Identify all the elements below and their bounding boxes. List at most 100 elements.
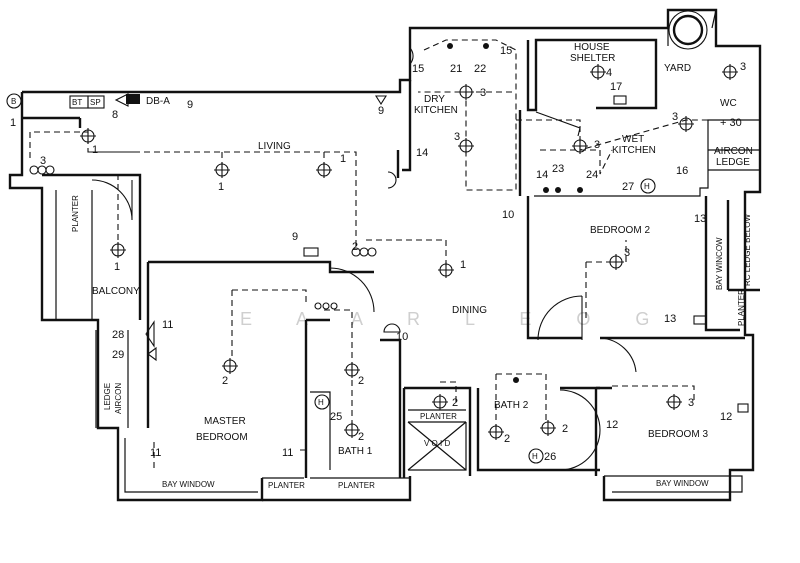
room-house-shelter-1: HOUSE — [574, 42, 610, 53]
light-fixture — [110, 242, 126, 258]
room-wet-kitchen-1: WET — [622, 134, 644, 145]
room-bay-window-2: BAY WINDOW — [656, 479, 709, 488]
light-fixture — [540, 420, 556, 436]
fixture-number: 4 — [606, 67, 612, 79]
sp-label: SP — [90, 98, 101, 107]
light-fixture — [344, 422, 360, 438]
room-bedroom-3: BEDROOM 3 — [648, 429, 708, 440]
room-master-2: BEDROOM — [196, 432, 248, 443]
fixture-number: 2 — [562, 423, 568, 435]
room-dry-kitchen-1: DRY — [424, 94, 445, 105]
fixture-number: 3 — [480, 87, 486, 99]
fixture-numbers: 1 8 9 9 15 21 22 15 4 17 3 3 3 3 3 + 30 … — [10, 45, 746, 463]
fixture-number: 9 — [187, 99, 193, 111]
svg-text:H: H — [318, 398, 324, 407]
room-planter-bottom-1: PLANTER — [268, 481, 305, 490]
room-bay-window-1: BAY WINDOW — [162, 480, 215, 489]
room-wc: WC — [720, 98, 737, 109]
bt-label: BT — [72, 98, 82, 107]
interior-walls — [22, 38, 760, 478]
light-fixture — [608, 254, 624, 270]
room-dining: DINING — [452, 305, 487, 316]
room-balcony: BALCONY — [92, 286, 140, 297]
room-labels: LIVING DRY KITCHEN HOUSE SHELTER YARD WC… — [71, 42, 753, 490]
room-aircon-ledge-2: LEDGE — [716, 157, 750, 168]
fixture-number: 1 — [10, 117, 16, 129]
light-fixture — [214, 162, 230, 178]
fixture-number: 23 — [552, 163, 564, 175]
fixture-number: 12 — [720, 411, 732, 423]
fixture-number: 13 — [664, 313, 676, 325]
fixture-number: 13 — [694, 213, 706, 225]
room-bath-2: BATH 2 — [494, 400, 529, 411]
water-heaters: H H H — [314, 178, 656, 464]
room-yard: YARD — [664, 63, 691, 74]
room-house-shelter-2: SHELTER — [570, 53, 615, 64]
fixture-number: 1 — [460, 259, 466, 271]
fixture-number: 22 — [474, 63, 486, 75]
fixture-number: 1 — [114, 261, 120, 273]
room-planter-bottom-2: PLANTER — [338, 481, 375, 490]
light-fixture — [590, 64, 606, 80]
room-dry-kitchen-2: KITCHEN — [414, 105, 458, 116]
fixture-number: 2 — [358, 375, 364, 387]
light-fixture — [458, 138, 474, 154]
light-fixture — [458, 84, 474, 100]
fixture-number: 2 — [222, 375, 228, 387]
fixture-number: 16 — [676, 165, 688, 177]
fixture-number: 1 — [92, 144, 98, 156]
fixture-number: 29 — [112, 349, 124, 361]
fixture-number: 17 — [610, 81, 622, 93]
room-aircon-ledge-1: AIRCON — [714, 146, 753, 157]
fixture-number: 2 — [358, 431, 364, 443]
fixture-number: 15 — [500, 45, 512, 57]
fixture-number: 26 — [544, 451, 556, 463]
fixture-number: 3 — [624, 247, 630, 259]
fixture-number: 28 — [112, 329, 124, 341]
fixture-number: 11 — [162, 319, 173, 331]
fixture-number: 1 — [218, 181, 224, 193]
fixture-number: 15 — [412, 63, 424, 75]
room-void: V O I D — [424, 439, 450, 448]
room-rc-ledge-below: RC LEDGE BELOW — [743, 214, 752, 286]
fixture-number: 11 — [282, 447, 293, 459]
light-fixture — [488, 424, 504, 440]
fixture-number: 3 — [454, 131, 460, 143]
db-label: DB-A — [146, 96, 170, 107]
light-fixture — [438, 262, 454, 278]
fixture-number: 10 — [502, 209, 514, 221]
outer-walls — [8, 8, 762, 502]
fixture-number: 8 — [112, 109, 118, 121]
room-ledge-aircon-2: AIRCON — [114, 383, 123, 414]
room-bay-window-vertical: BAY WINCOW — [715, 237, 724, 290]
room-wet-kitchen-2: KITCHEN — [612, 145, 656, 156]
fixture-number: 3 — [40, 155, 46, 167]
room-master-1: MASTER — [204, 416, 246, 427]
room-living: LIVING — [258, 141, 291, 152]
light-fixture — [678, 116, 694, 132]
svg-text:H: H — [644, 182, 650, 191]
fixture-number: 3 — [672, 111, 678, 123]
fixture-number: 21 — [450, 63, 462, 75]
light-fixture — [432, 394, 448, 410]
fixture-number: 2 — [504, 433, 510, 445]
fixture-number: 1 — [340, 153, 346, 165]
fixture-number: 12 — [606, 419, 618, 431]
fixture-number: 25 — [330, 411, 342, 423]
fixture-number: 11 — [150, 447, 161, 459]
fixture-number: 3 — [688, 397, 694, 409]
light-fixtures — [80, 64, 738, 440]
fixture-number: + 30 — [720, 117, 742, 129]
light-fixture — [222, 358, 238, 374]
light-fixture — [316, 162, 332, 178]
fixture-number: 27 — [622, 181, 634, 193]
fixture-number: 24 — [586, 169, 598, 181]
fixture-number: 10 — [396, 331, 408, 343]
light-fixture — [80, 128, 96, 144]
room-bath-1: BATH 1 — [338, 446, 373, 457]
light-fixture — [344, 362, 360, 378]
entry-marker: B — [11, 97, 16, 106]
svg-text:H: H — [532, 452, 538, 461]
room-ledge-aircon-1: LEDGE — [103, 383, 112, 410]
